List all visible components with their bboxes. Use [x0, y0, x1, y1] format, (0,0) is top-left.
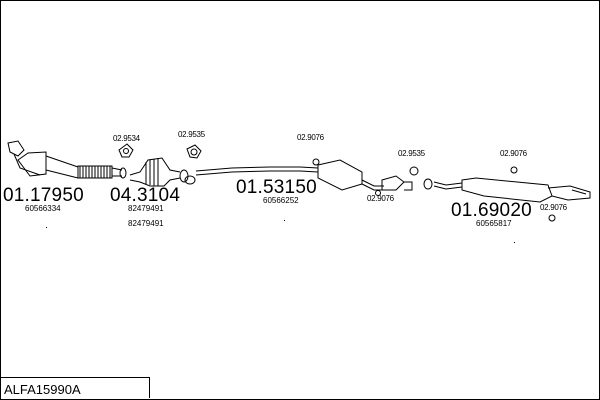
- part-number-rear-silencer: 01.69020: [451, 200, 532, 221]
- oem-ref-rear-silencer: 60565817: [476, 219, 512, 228]
- gasket-icon: [184, 175, 196, 185]
- accessory-label: 02.9535: [178, 130, 205, 139]
- accessory-label: 02.9076: [540, 203, 567, 212]
- oem-ref-middle-silencer: 60566252: [263, 196, 299, 205]
- middle-silencer: [195, 158, 384, 191]
- dot-marker: [514, 242, 515, 243]
- accessory-label: 02.9534: [113, 134, 140, 143]
- gasket-icon: [186, 144, 202, 159]
- gasket-icon: [409, 166, 433, 190]
- dot-marker: [284, 220, 285, 221]
- oem-ref-catalytic-converter: 82479491: [128, 204, 164, 213]
- accessory-label: 02.9076: [500, 149, 527, 158]
- part-number-middle-silencer: 01.53150: [236, 177, 317, 198]
- catalytic-converter: [129, 157, 189, 187]
- accessory-label: 02.9535: [398, 149, 425, 158]
- part-number-front-pipe: 01.17950: [3, 185, 84, 206]
- oem-ref-catalytic-converter-2: 82479491: [128, 219, 164, 228]
- assembly-code: ALFA15990A: [4, 382, 81, 397]
- accessory-label: 02.9076: [367, 194, 394, 203]
- rear-silencer: [433, 166, 591, 222]
- front-pipe-with-flex: [7, 140, 127, 179]
- connector-pipe-icon: [375, 175, 413, 196]
- title-box: ALFA15990A: [0, 377, 150, 398]
- gasket-icon: [118, 143, 134, 158]
- oem-ref-front-pipe: 60566334: [25, 204, 61, 213]
- part-number-catalytic-converter: 04.3104: [110, 185, 181, 206]
- dot-marker: [46, 227, 47, 228]
- accessory-label: 02.9076: [297, 133, 324, 142]
